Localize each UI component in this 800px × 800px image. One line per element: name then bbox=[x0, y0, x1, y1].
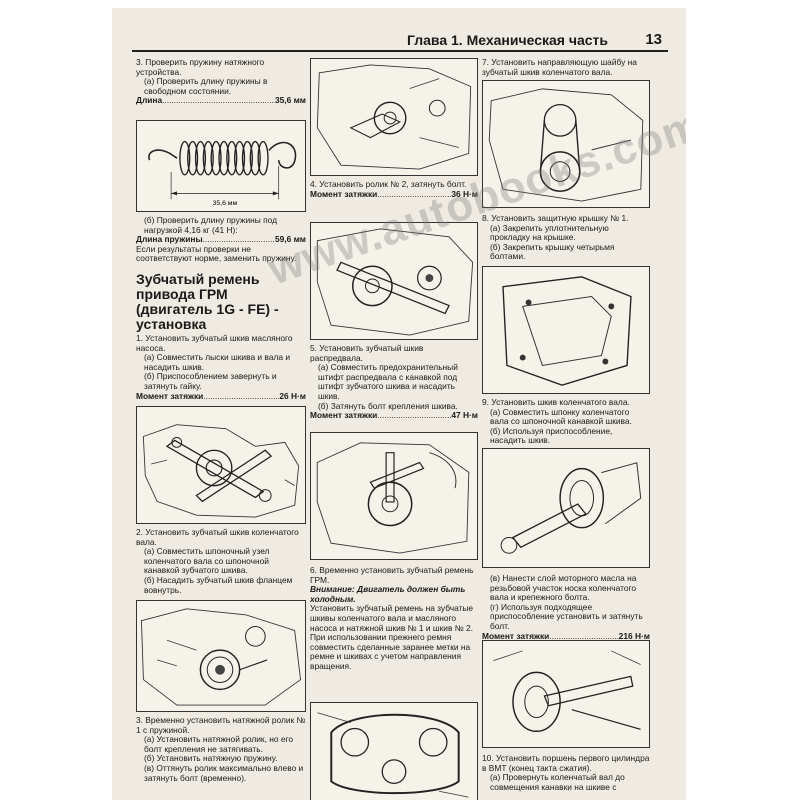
step-text: (б) Установить натяжную пружину. bbox=[144, 753, 278, 764]
step-text: (а) Совместить лыски шкива и вала и наса… bbox=[144, 352, 290, 372]
figure-cam-bolt-wrench bbox=[310, 432, 478, 560]
step-text: 5. Установить зубчатый шкив распредвала. bbox=[310, 343, 424, 363]
cam-bolt-illustration bbox=[316, 442, 470, 554]
step5-cam-pulley: 5. Установить зубчатый шкив распредвала.… bbox=[310, 343, 478, 421]
spec-line: Момент затяжки 47 Н·м bbox=[310, 411, 478, 421]
spec-line: Длина 35,6 мм bbox=[136, 96, 306, 106]
crank-bolt-illustration bbox=[493, 650, 641, 733]
step-text: (а) Установить натяжной ролик, но его бо… bbox=[144, 734, 294, 754]
step-text: 3. Временно установить натяжной ролик № … bbox=[136, 715, 306, 735]
page-number: 13 bbox=[645, 31, 662, 48]
spec-value: 35,6 мм bbox=[274, 96, 306, 106]
spec-value: 47 Н·м bbox=[451, 411, 478, 421]
figure-cover bbox=[482, 266, 650, 394]
figure-crank-pulley-install bbox=[482, 448, 650, 568]
crank-pulley-illustration bbox=[140, 608, 302, 706]
step-text: (а) Закрепить уплотнительную прокладку н… bbox=[490, 222, 609, 243]
spec-value: 216 Н·м bbox=[618, 631, 650, 641]
step2-crank-pulley: 2. Установить зубчатый шкив коленчатого … bbox=[136, 527, 306, 595]
step-text: 3. Проверить пружину натяжного устройств… bbox=[136, 57, 265, 77]
step-text: (б) Приспособлением завернуть и затянуть… bbox=[144, 371, 277, 391]
spec-label: Момент затяжки bbox=[310, 189, 378, 199]
step-text: 8. Установить защитную крышку № 1. bbox=[482, 213, 629, 223]
cover-illustration bbox=[502, 276, 632, 386]
step6-timing-belt: 6. Временно установить зубчатый ремень Г… bbox=[310, 565, 478, 672]
step-text: (а) Совместить шпонку коленчатого вала с… bbox=[490, 406, 632, 427]
chapter-title: Глава 1. Механическая часть bbox=[406, 32, 608, 48]
figure-spring: 35,6 мм bbox=[136, 120, 306, 212]
figure-camshaft-tool bbox=[310, 222, 478, 340]
step-text: 9. Установить шкив коленчатого вала. bbox=[482, 397, 630, 407]
guide-washer-illustration bbox=[488, 88, 644, 202]
step3-tensioner: 3. Временно установить натяжной ролик № … bbox=[136, 715, 306, 783]
step-text: (б) Насадить зубчатый шкив фланцем вовну… bbox=[144, 574, 293, 595]
step9-bolt: (в) Нанести слой моторного масла на резь… bbox=[482, 573, 650, 642]
belt-routing-illustration bbox=[317, 712, 469, 798]
step8-cover: 8. Установить защитную крышку № 1. (а) З… bbox=[482, 213, 650, 262]
step-text: (б) Проверить длину пружины под нагрузко… bbox=[144, 215, 278, 235]
spec-value: 59,6 мм bbox=[274, 235, 306, 245]
section-heading: Зубчатый ремень привода ГРМ (двигатель 1… bbox=[136, 271, 279, 332]
step-text: При использовании прежнего ремня совмест… bbox=[310, 632, 471, 671]
step-text: (а) Проверить длину пружины в свободном … bbox=[144, 76, 268, 96]
step9-crank-pulley: 9. Установить шкив коленчатого вала. (а)… bbox=[482, 397, 650, 446]
step-text: (а) Провернуть коленчатый вал до совмеще… bbox=[490, 772, 625, 792]
step4-idler-2: 4. Установить ролик № 2, затянуть болт. … bbox=[310, 179, 478, 200]
spec-label: Длина bbox=[136, 96, 163, 106]
warning-text: Внимание: Двигатель должен быть холодным… bbox=[310, 584, 466, 604]
spec-label: Длина пружины bbox=[136, 235, 203, 245]
step7-guide-washer: 7. Установить направляющую шайбу на зубч… bbox=[482, 57, 650, 77]
spec-value: 26 Н·м bbox=[279, 391, 306, 401]
spec-value: 36 Н·м bbox=[451, 189, 478, 199]
spec-line: Момент затяжки 36 Н·м bbox=[310, 190, 478, 200]
step-text: 2. Установить зубчатый шкив коленчатого … bbox=[136, 527, 299, 547]
manual-page: Глава 1. Механическая часть 13 3. Провер… bbox=[112, 8, 686, 800]
spring-illustration: 35,6 мм bbox=[148, 140, 297, 207]
crank-pulley-install-illustration bbox=[500, 462, 642, 554]
idler-pulley-illustration bbox=[316, 64, 472, 170]
spec-line: Момент затяжки 26 Н·м bbox=[136, 392, 306, 402]
step-text: 1. Установить зубчатый шкив масляного на… bbox=[136, 333, 293, 353]
step1-oil-pump-pulley: 1. Установить зубчатый шкив масляного на… bbox=[136, 333, 306, 402]
step-text: (б) Используя приспособление, насадить ш… bbox=[490, 425, 613, 446]
step-text: (б) Затянуть болт крепления шкива. bbox=[318, 400, 458, 411]
spec-line: Длина пружины 59,6 мм bbox=[136, 235, 306, 245]
step-text: 6. Временно установить зубчатый ремень Г… bbox=[310, 565, 474, 585]
spec-label: Момент затяжки bbox=[136, 391, 204, 401]
step-text: 7. Установить направляющую шайбу на зубч… bbox=[482, 57, 637, 77]
figure-crank-pulley bbox=[136, 600, 306, 712]
step10-tdc: 10. Установить поршень первого цилиндра … bbox=[482, 753, 650, 792]
figure-crank-bolt-torque bbox=[482, 640, 650, 748]
step-text: (а) Совместить шпоночный узел коленчатог… bbox=[144, 546, 270, 576]
step3-spring-check: 3. Проверить пружину натяжного устройств… bbox=[136, 57, 306, 106]
step-text: Установить зубчатый ремень на зубчатые ш… bbox=[310, 603, 474, 633]
dimension-label: 35,6 мм bbox=[213, 200, 238, 207]
step-text: 10. Установить поршень первого цилиндра … bbox=[482, 753, 650, 773]
figure-idler-2 bbox=[310, 58, 478, 176]
step-text: 4. Установить ролик № 2, затянуть болт. bbox=[310, 179, 467, 189]
step3-spring-load: (б) Проверить длину пружины под нагрузко… bbox=[136, 215, 306, 264]
spec-label: Момент затяжки bbox=[310, 411, 378, 421]
step-text: (г) Используя подходящее приспособление … bbox=[490, 601, 643, 631]
oil-pump-illustration bbox=[142, 424, 300, 518]
step-text: (в) Оттянуть ролик максимально влево и з… bbox=[144, 762, 304, 783]
note-text: Если результаты проверки не соответствую… bbox=[136, 243, 297, 264]
page-header: Глава 1. Механическая часть 13 bbox=[132, 30, 668, 52]
figure-belt-routing bbox=[310, 702, 478, 800]
spec-label: Момент затяжки bbox=[482, 631, 550, 641]
figure-oil-pump-tool bbox=[136, 406, 306, 524]
step-text: (б) Закрепить крышку четырьмя болтами. bbox=[490, 241, 615, 262]
spec-line: Момент затяжки 216 Н·м bbox=[482, 632, 650, 642]
step-text: (в) Нанести слой моторного масла на резь… bbox=[490, 573, 637, 603]
camshaft-pulley-illustration bbox=[316, 228, 474, 336]
figure-guide-washer bbox=[482, 80, 650, 208]
step-text: (а) Совместить предохранительный штифт р… bbox=[318, 362, 458, 401]
